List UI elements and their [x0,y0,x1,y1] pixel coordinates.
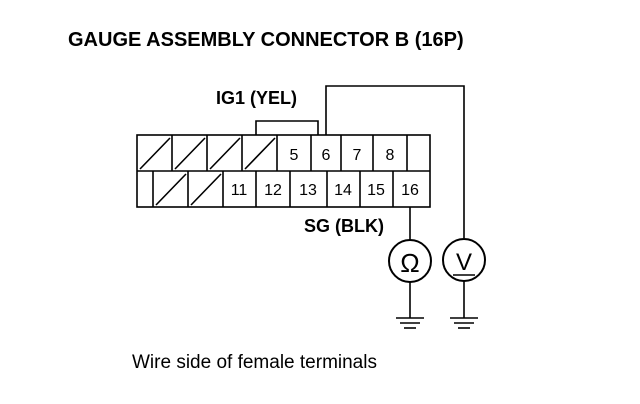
terminal-14: 14 [334,182,352,199]
ohm-symbol: Ω [400,248,419,278]
terminal-7: 7 [353,147,362,164]
diagram-title: GAUGE ASSEMBLY CONNECTOR B (16P) [68,29,464,51]
terminal-6: 6 [322,147,331,164]
empty-cavity-hatch [155,173,187,206]
terminal-12: 12 [264,182,282,199]
diagram-caption: Wire side of female terminals [132,352,377,373]
ohmmeter: Ω [388,239,432,329]
voltmeter: V [442,238,486,329]
empty-cavity-hatch [190,173,222,206]
terminal-16: 16 [401,182,419,199]
terminal-15: 15 [367,182,385,199]
ig1-label: IG1 (YEL) [216,88,297,108]
connector-top-row: 5 6 7 8 [137,135,430,172]
empty-cavity-hatch [174,137,206,170]
ig1-wire [325,85,465,238]
sg-label: SG (BLK) [304,216,384,236]
connector-lock-tab [255,120,319,135]
terminal-5: 5 [290,147,299,164]
connector-b: 5 6 7 8 11 12 13 14 15 16 [136,120,431,208]
terminal-11: 11 [231,182,248,199]
terminal-8: 8 [386,147,395,164]
empty-cavity-hatch [244,137,276,170]
connector-bottom-row: 11 12 13 14 15 16 [152,171,419,207]
terminal-13: 13 [299,182,317,199]
empty-cavity-hatch [209,137,241,170]
ground-icon [450,317,478,329]
empty-cavity-hatch [139,137,171,170]
ground-icon [396,317,424,329]
volt-symbol: V [456,249,472,276]
